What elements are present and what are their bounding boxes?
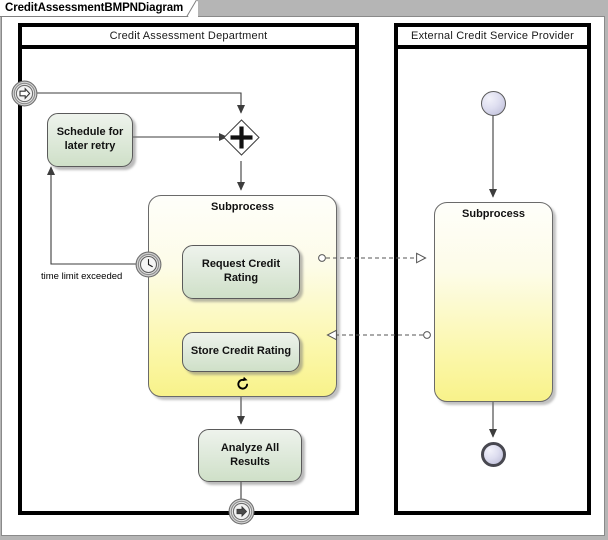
message-arrow-icon xyxy=(19,87,31,100)
timer-boundary-event[interactable] xyxy=(135,251,162,278)
task-store-credit-rating[interactable]: Store Credit Rating xyxy=(182,332,300,372)
pool-header-credit-assessment-department: Credit Assessment Department xyxy=(22,27,355,49)
diagram-tab[interactable]: CreditAssessmentBMPNDiagram xyxy=(0,0,199,17)
pool-title: External Credit Service Provider xyxy=(411,30,574,42)
task-label: Schedule for later retry xyxy=(56,126,124,152)
pool-header-external-credit-service-provider: External Credit Service Provider xyxy=(398,27,587,49)
pool-body-external-credit-service-provider: Subprocess xyxy=(398,49,587,511)
task-schedule-for-later-retry[interactable]: Schedule for later retry xyxy=(47,113,133,167)
tab-corner-icon xyxy=(186,0,198,17)
subprocess-main-label: Subprocess xyxy=(211,201,274,213)
pool-title: Credit Assessment Department xyxy=(109,30,268,42)
start-event-main[interactable] xyxy=(11,80,38,107)
pool-body-credit-assessment-department: Subprocess Request Credit Rating Store C… xyxy=(11,49,355,525)
edge-label-time-limit-exceeded: time limit exceeded xyxy=(41,271,123,282)
task-label: Store Credit Rating xyxy=(190,345,292,358)
end-event-external[interactable] xyxy=(481,442,506,467)
pool-external-credit-service-provider[interactable]: External Credit Service Provider xyxy=(394,23,591,515)
parallel-gateway[interactable] xyxy=(223,119,260,156)
end-event-main[interactable] xyxy=(228,498,255,525)
task-label: Request Credit Rating xyxy=(201,258,281,284)
message-flow-store-rating xyxy=(326,329,431,341)
start-event-external[interactable] xyxy=(481,91,506,116)
sequence-flows-external xyxy=(488,115,498,438)
task-request-credit-rating[interactable]: Request Credit Rating xyxy=(182,245,300,299)
pool-credit-assessment-department[interactable]: Credit Assessment Department xyxy=(11,23,359,525)
task-label: Analyze All Results xyxy=(220,441,280,468)
subprocess-external-label: Subprocess xyxy=(462,208,525,220)
diagram-canvas[interactable]: Credit Assessment Department xyxy=(1,16,605,536)
message-flow-request-rating xyxy=(318,252,427,264)
task-analyze-all-results[interactable]: Analyze All Results xyxy=(198,429,302,482)
loop-marker-icon xyxy=(236,376,248,390)
message-flows xyxy=(318,252,431,341)
subprocess-external[interactable]: Subprocess xyxy=(434,202,553,402)
clock-icon xyxy=(147,259,153,268)
diagram-tab-label: CreditAssessmentBMPNDiagram xyxy=(5,2,184,14)
